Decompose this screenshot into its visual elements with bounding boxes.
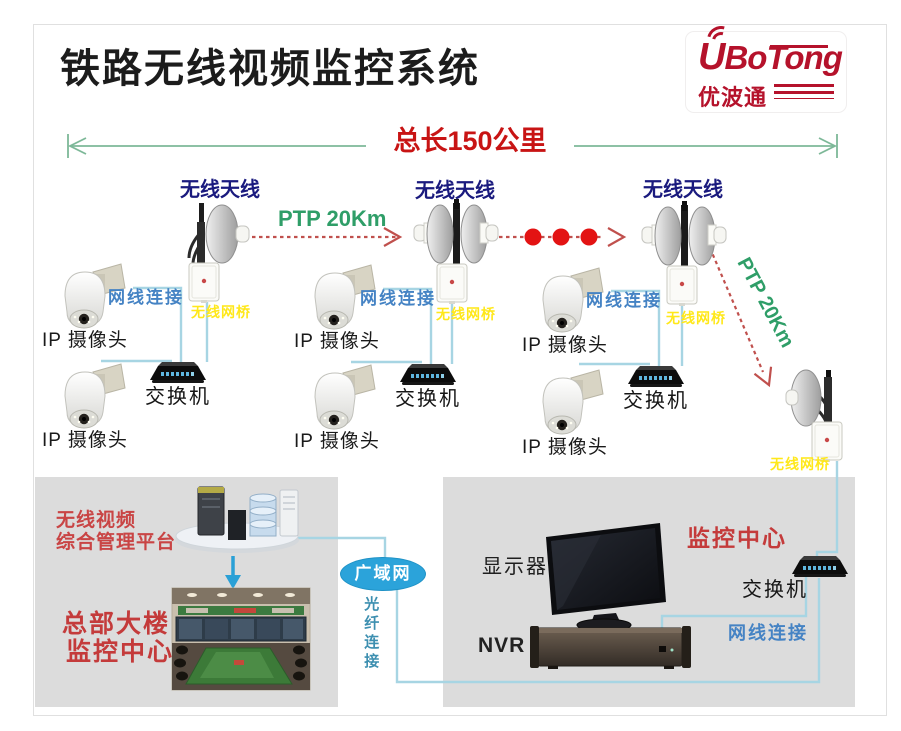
- antenna-label-2: 无线天线: [415, 180, 495, 202]
- down-arrow-icon: [225, 556, 241, 589]
- switch-label-4: 交换机: [742, 579, 808, 601]
- monitor-label: 显示器: [482, 556, 548, 578]
- cable-label-3: 网线连接: [586, 291, 662, 310]
- wireless-bridge-2-icon: [436, 263, 468, 305]
- hq-label-line1: 总部大楼: [62, 610, 171, 638]
- camera-label-2b: IP 摄像头: [294, 431, 380, 452]
- total-length-measure-line: [67, 134, 838, 158]
- cable-label-2: 网线连接: [360, 289, 436, 308]
- antenna-label-1: 无线天线: [180, 179, 260, 201]
- bridge-label-1: 无线网桥: [191, 304, 251, 320]
- switch-2-icon: [400, 364, 456, 385]
- switch-label-3: 交换机: [623, 390, 689, 412]
- camera-label-3b: IP 摄像头: [522, 437, 608, 458]
- switch-label-2: 交换机: [395, 388, 461, 410]
- logo-overline: [770, 45, 828, 48]
- wireless-bridge-1-icon: [188, 262, 220, 304]
- antenna-label-3: 无线天线: [643, 179, 723, 201]
- logo-brand-cn: 优波通: [698, 85, 768, 110]
- ptp-label-1: PTP 20Km: [278, 206, 387, 231]
- wireless-bridge-3-icon: [666, 265, 698, 307]
- camera-label-1b: IP 摄像头: [42, 430, 128, 451]
- diagram-frame: [33, 24, 887, 716]
- camera-label-1a: IP 摄像头: [42, 330, 128, 351]
- bridge-label-4: 无线网桥: [770, 456, 830, 472]
- ip-camera-3b-icon: [542, 369, 604, 435]
- total-length-label: 总长150公里: [393, 126, 547, 156]
- management-platform-servers-icon: [175, 486, 299, 553]
- nvr-label: NVR: [478, 634, 526, 657]
- platform-label-line2: 综合管理平台: [56, 532, 177, 553]
- monitoring-room-photo: [171, 587, 311, 691]
- monitor-icon: [546, 523, 666, 632]
- dish-antenna-1-icon: [187, 203, 250, 266]
- cable-label-4: 网线连接: [728, 623, 808, 643]
- bridge-label-2: 无线网桥: [436, 306, 496, 322]
- wan-cloud: 广域网: [340, 557, 426, 591]
- ptp-link-3-diagonal: [708, 247, 773, 388]
- logo-triple-lines: [774, 84, 834, 99]
- ip-camera-1b-icon: [64, 363, 126, 429]
- dish-antenna-4-icon: [785, 369, 832, 427]
- ip-camera-2b-icon: [314, 364, 376, 430]
- switch-4-icon: [792, 556, 848, 577]
- center-label: 监控中心: [687, 525, 787, 551]
- switch-3-icon: [628, 366, 684, 387]
- camera-label-3a: IP 摄像头: [522, 335, 608, 356]
- bridge-label-3: 无线网桥: [666, 310, 726, 326]
- logo-letter-u: U: [698, 36, 725, 78]
- nvr-icon: [530, 626, 691, 669]
- ptp-link-1: [252, 227, 403, 247]
- dish-antenna-2-icon: [413, 198, 499, 266]
- hq-label-line2: 监控中心: [66, 638, 175, 666]
- switch-1-icon: [150, 362, 206, 383]
- ubotong-logo: UBoTong 优波通: [686, 20, 846, 112]
- cable-label-1: 网线连接: [108, 288, 184, 307]
- camera-label-2a: IP 摄像头: [294, 331, 380, 352]
- logo-brand-en: UBoTong: [698, 20, 843, 79]
- platform-label-line1: 无线视频: [56, 510, 137, 531]
- switch-label-1: 交换机: [145, 386, 211, 408]
- relay-continuation-dots: [524, 228, 598, 246]
- fiber-link-label: 光纤连接: [362, 596, 380, 672]
- page-title: 铁路无线视频监控系统: [60, 47, 480, 91]
